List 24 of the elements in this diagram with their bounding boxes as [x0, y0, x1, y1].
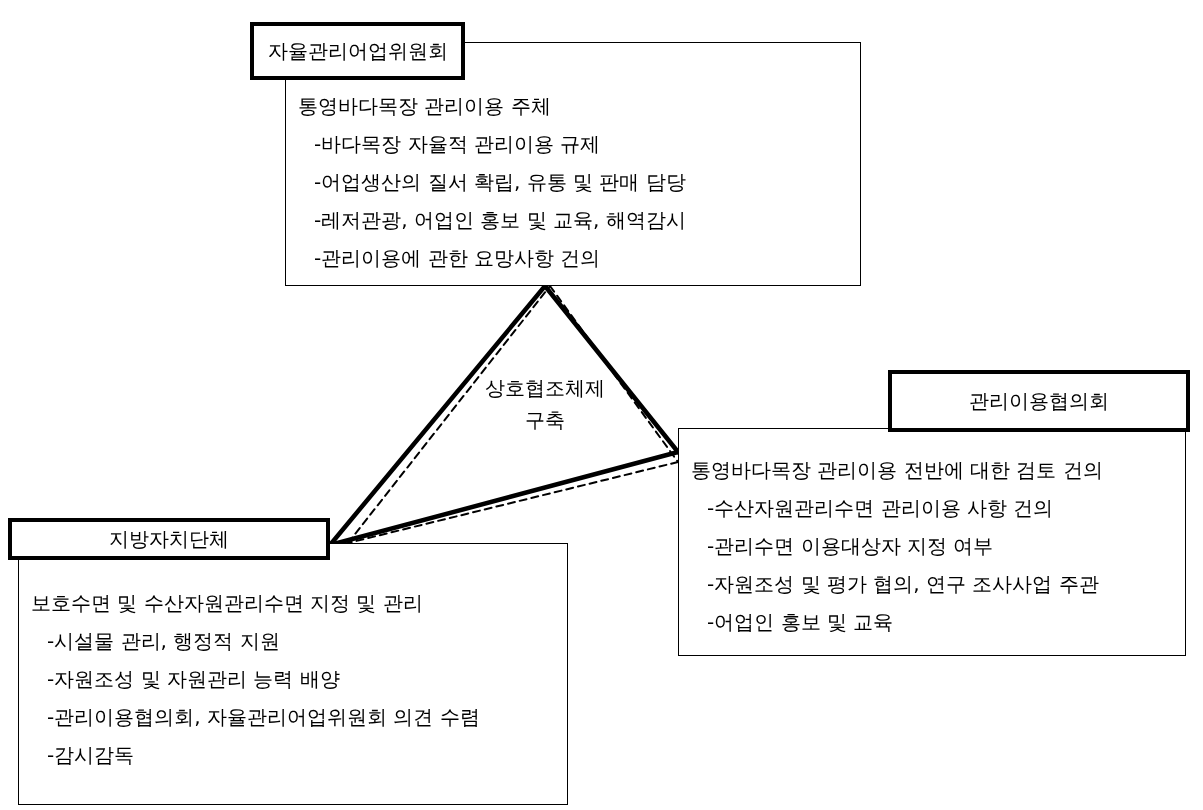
- box-title: 지방자치단체: [109, 525, 229, 553]
- box-heading: 통영바다목장 관리이용 전반에 대한 검토 건의: [691, 457, 1104, 484]
- info-box: [678, 428, 1186, 656]
- list-item: -자원조성 및 자원관리 능력 배양: [46, 666, 341, 693]
- list-item: -수산자원관리수면 관리이용 사항 건의: [706, 495, 1055, 522]
- list-item: -관리이용협의회, 자율관리어업위원회 의견 수렴: [46, 704, 481, 731]
- list-item: -바다목장 자율적 관리이용 규제: [313, 131, 602, 158]
- title-box: [250, 22, 465, 80]
- box-title: 자율관리어업위원회: [267, 37, 448, 65]
- list-item: -어업생산의 질서 확립, 유통 및 판매 담당: [313, 169, 687, 196]
- list-item: -자원조성 및 평가 협의, 연구 조사사업 주관: [706, 571, 1100, 598]
- list-item: -어업인 홍보 및 교육: [706, 609, 895, 636]
- list-item: -감시감독: [46, 742, 136, 769]
- list-item: -레저관광, 어업인 홍보 및 교육, 해역감시: [313, 207, 687, 234]
- list-item: -관리수면 이용대상자 지정 여부: [706, 533, 995, 560]
- center-label: 상호협조체제 구축: [484, 375, 606, 434]
- box-heading: 보호수면 및 수산자원관리수면 지정 및 관리: [31, 590, 424, 617]
- box-heading: 통영바다목장 관리이용 주체: [298, 93, 552, 120]
- title-box: [888, 370, 1190, 432]
- list-item: -시설물 관리, 행정적 지원: [46, 628, 281, 655]
- list-item: -관리이용에 관한 요망사항 건의: [313, 245, 602, 272]
- title-box: [8, 518, 330, 560]
- box-title: 관리이용협의회: [969, 387, 1109, 415]
- dashed-line: [347, 461, 679, 544]
